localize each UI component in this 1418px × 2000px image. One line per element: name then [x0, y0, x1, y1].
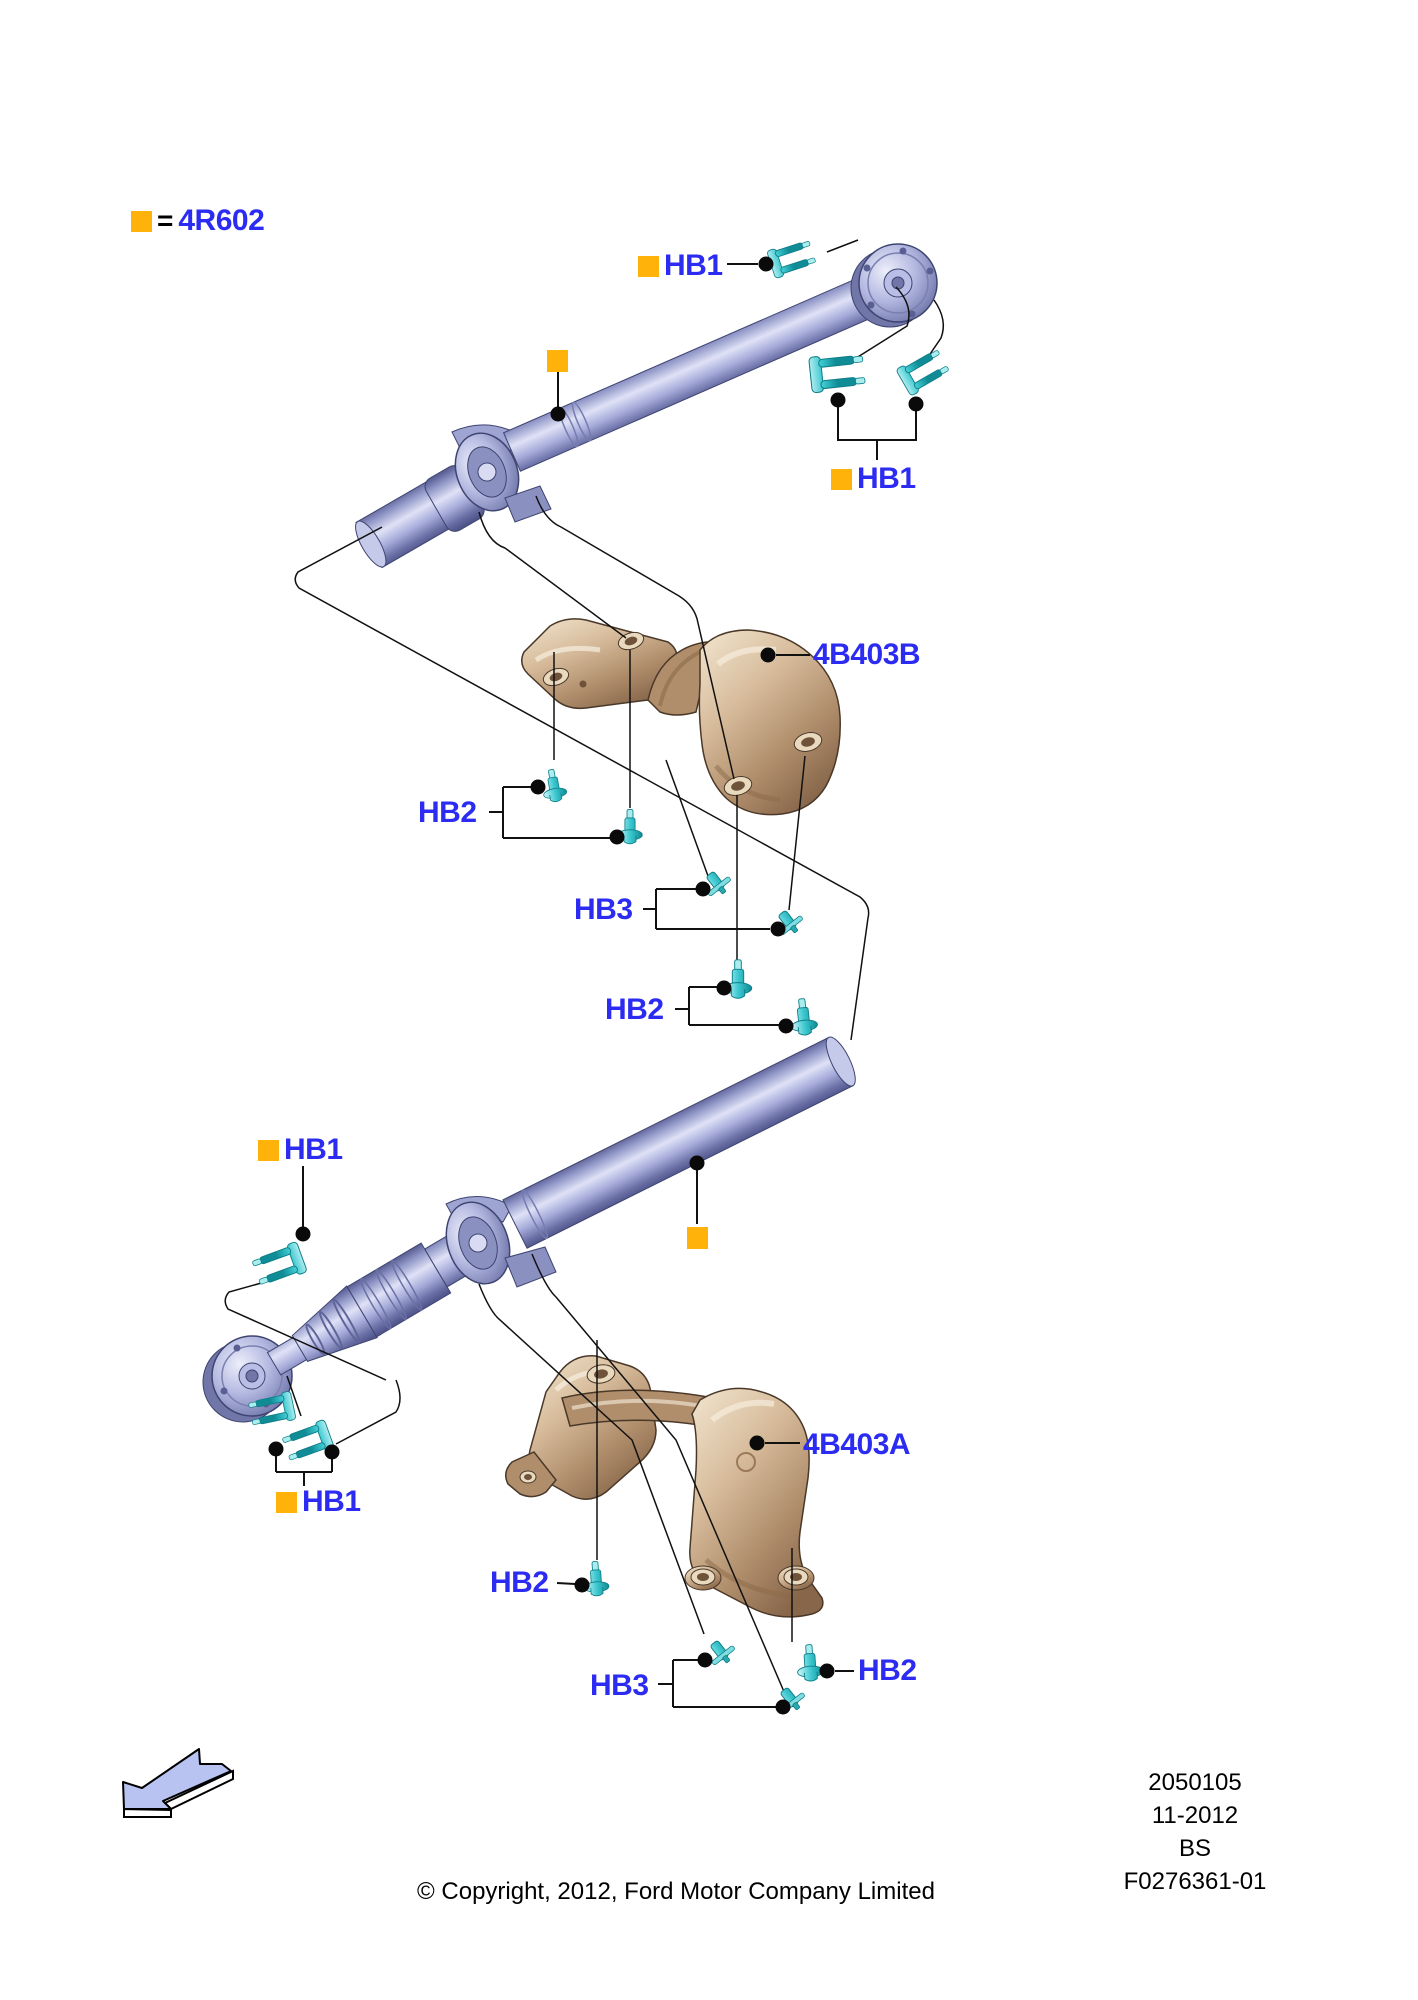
callout-hb1-front-bottom[interactable]: HB1	[276, 1487, 361, 1517]
callout-hb1-mid[interactable]: HB1	[831, 464, 916, 494]
callout-hb2-rear-2[interactable]: HB2	[605, 993, 664, 1026]
part-marker	[638, 255, 659, 277]
part-marker-front-shaft	[687, 1227, 708, 1249]
legend: = 4R602	[131, 204, 265, 237]
legend-part-code[interactable]: 4R602	[178, 204, 265, 237]
callout-4b403b[interactable]: 4B403B	[813, 638, 921, 671]
front-shaft-centre-bearing	[445, 1195, 557, 1288]
callout-hb3-front[interactable]: HB3	[590, 1669, 649, 1702]
front-driveshaft	[202, 1036, 856, 1423]
rear-shaft-flange	[850, 243, 938, 328]
figure-date: 11-2012	[1151, 1802, 1239, 1829]
callout-dots	[268, 256, 924, 1715]
callout-hb1-top[interactable]: HB1	[638, 251, 723, 281]
market-code: BS	[1178, 1835, 1211, 1862]
legend-equals: =	[157, 205, 174, 236]
front-direction-arrow-icon	[122, 1748, 234, 1818]
rear-support-bracket	[521, 618, 841, 816]
callout-4b403a[interactable]: 4B403A	[803, 1428, 911, 1461]
rear-driveshaft	[355, 243, 938, 569]
rear-shaft-centre-bearing	[424, 424, 552, 532]
callout-hb3-rear[interactable]: HB3	[574, 893, 633, 926]
copyright-notice: © Copyright, 2012, Ford Motor Company Li…	[417, 1878, 935, 1905]
callout-hb2-rear-1[interactable]: HB2	[418, 796, 477, 829]
callout-hb2-front-2[interactable]: HB2	[858, 1654, 917, 1687]
figure-info-block: 2050105 11-2012 BS F0276361-01	[1085, 1766, 1305, 1898]
legend-marker-swatch	[131, 210, 152, 232]
part-marker	[258, 1139, 279, 1161]
callout-connectors	[275, 263, 917, 1708]
part-marker	[276, 1491, 297, 1513]
callout-hb1-front-top[interactable]: HB1	[258, 1135, 343, 1165]
front-support-bracket	[505, 1355, 824, 1618]
callout-hb2-front-1[interactable]: HB2	[490, 1566, 549, 1599]
part-marker-rear-shaft	[547, 350, 568, 372]
figure-number: F0276361-01	[1123, 1868, 1267, 1895]
part-marker	[831, 468, 852, 490]
leader-lines	[224, 239, 945, 1695]
catalog-number: 2050105	[1148, 1769, 1242, 1796]
